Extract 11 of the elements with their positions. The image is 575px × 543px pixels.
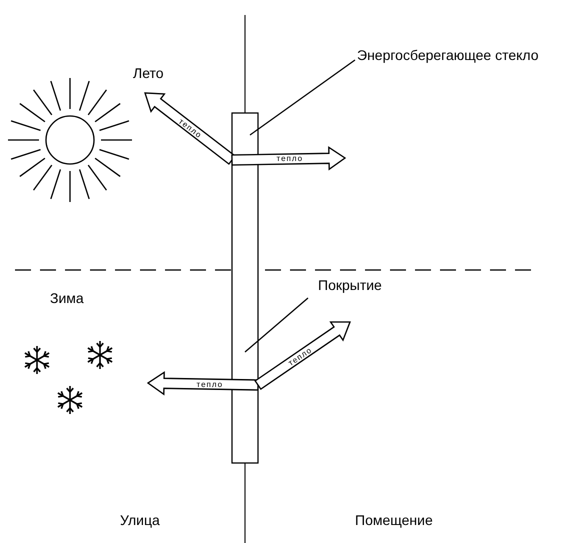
side-label: Улица [120, 512, 160, 528]
side-label: Помещение [355, 512, 433, 528]
arrow-label: тепло [276, 154, 304, 162]
callout-label: Энергосберегающее стекло [357, 47, 539, 63]
season-label: Зима [50, 290, 84, 306]
leader-line [244, 298, 308, 352]
callout-label: Покрытие [318, 277, 382, 293]
season-label: Лето [133, 65, 164, 81]
leader-line [250, 60, 356, 136]
glass-pane [231, 112, 259, 464]
arrow-label: тепло [196, 380, 224, 388]
